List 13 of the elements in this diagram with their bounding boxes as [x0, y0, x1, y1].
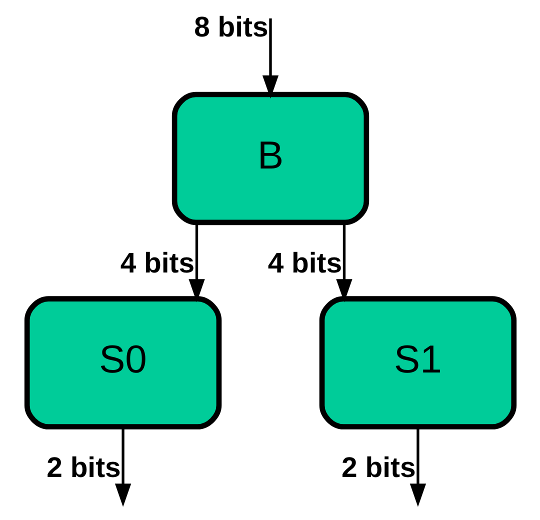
edge-label: 4 bits — [120, 247, 194, 280]
arrow — [114, 428, 131, 507]
edge-label: 4 bits — [267, 247, 342, 280]
node-box: B — [171, 92, 369, 226]
arrow — [188, 222, 204, 302]
edge-label: 2 bits — [46, 452, 120, 484]
arrow — [336, 222, 352, 302]
node-box: S1 — [318, 296, 516, 430]
edge-label: 8 bits — [194, 12, 268, 44]
edge-label: 2 bits — [341, 452, 416, 484]
arrow — [262, 18, 278, 99]
node-box: S0 — [24, 296, 222, 430]
arrow — [409, 428, 426, 507]
